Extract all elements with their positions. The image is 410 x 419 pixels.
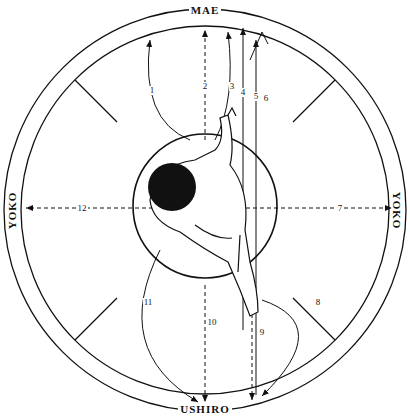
callout-number: 10 (207, 318, 218, 327)
callout-number: 2 (202, 82, 209, 91)
direction-label: USHIRO (178, 404, 231, 415)
callout-number: 3 (229, 82, 236, 91)
callout-number: 1 (149, 86, 156, 95)
callout-number: 6 (263, 94, 270, 103)
direction-label: MAE (189, 5, 222, 16)
callout-number: 7 (337, 204, 344, 213)
callout-number: 12 (77, 204, 88, 213)
callout-number: 9 (259, 328, 266, 337)
direction-label: YOKO (392, 189, 403, 231)
callout-number: 5 (253, 92, 260, 101)
callout-number: 4 (240, 88, 247, 97)
callout-number: 8 (315, 298, 322, 307)
direction-label: YOKO (8, 189, 19, 231)
callout-number: 11 (143, 298, 154, 307)
